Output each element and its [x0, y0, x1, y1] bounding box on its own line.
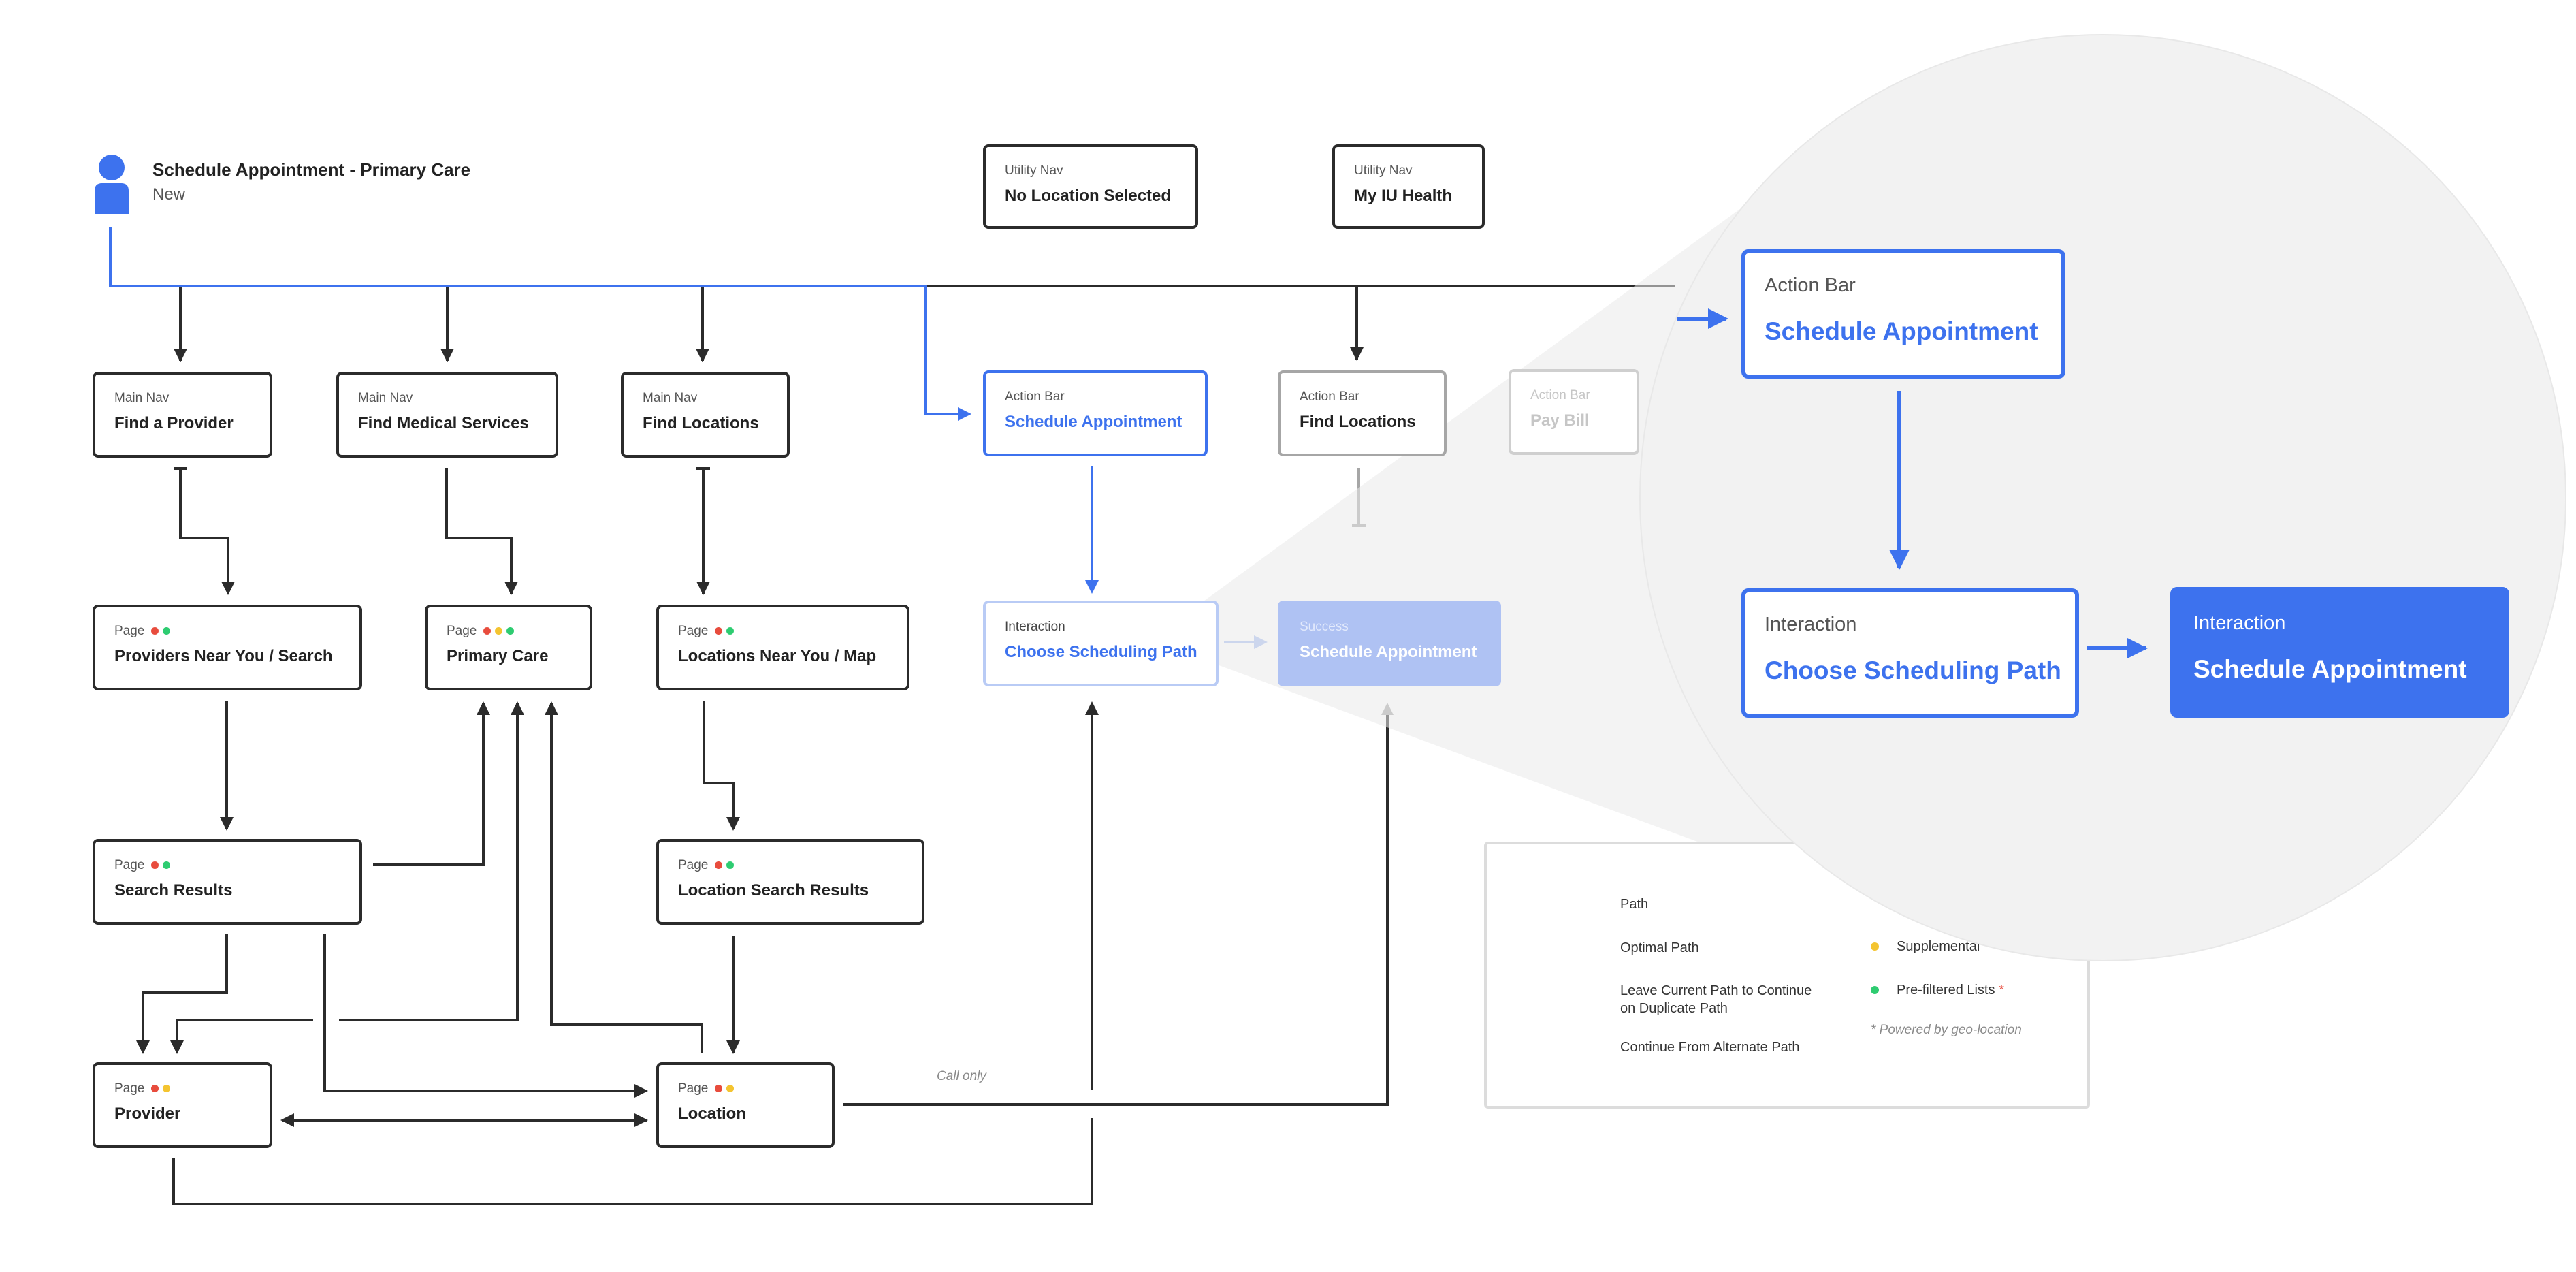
mag-node-choose-path[interactable]: Interaction Choose Scheduling Path — [1741, 588, 2079, 718]
node-kind: Page — [114, 624, 359, 639]
mag-node-action-schedule[interactable]: Action Bar Schedule Appointment — [1741, 249, 2065, 379]
node-choose-scheduling-path[interactable]: Interaction Choose Scheduling Path — [983, 601, 1219, 686]
node-action-pay-bill[interactable]: Action Bar Pay Bill — [1509, 369, 1639, 455]
legend-prefiltered-label: Pre-filtered Lists — [1897, 983, 1995, 998]
status-dots — [151, 1081, 174, 1096]
node-title: Find Medical Services — [358, 414, 529, 432]
edge-location-to-primary-care — [545, 701, 703, 1053]
node-kind: Action Bar — [1530, 388, 1590, 402]
node-title: Choose Scheduling Path — [1765, 656, 2061, 684]
edge-search-results-to-provider — [136, 934, 228, 1054]
node-title: Locations Near You / Map — [678, 647, 877, 666]
edge-search-results-to-primary-care — [373, 701, 490, 866]
node-action-schedule-appointment[interactable]: Action Bar Schedule Appointment — [983, 370, 1208, 456]
node-location[interactable]: Page Location — [656, 1062, 835, 1148]
node-find-a-provider[interactable]: Main Nav Find a Provider — [93, 372, 272, 458]
status-dots — [483, 624, 518, 639]
node-kind: Main Nav — [358, 391, 413, 405]
legend-optimal-label: Optimal Path — [1620, 940, 1699, 955]
node-action-find-locations[interactable]: Action Bar Find Locations — [1278, 370, 1447, 456]
node-kind: Page — [114, 858, 359, 873]
legend-prefiltered-row: Pre-filtered Lists * — [1897, 981, 2004, 999]
node-title: Schedule Appointment — [1005, 413, 1182, 431]
legend-asterisk: * — [1999, 983, 2004, 998]
node-kind: Success — [1300, 620, 1349, 634]
node-title: Schedule Appointment — [1300, 643, 1477, 661]
status-dots — [715, 624, 738, 639]
node-title: Providers Near You / Search — [114, 647, 333, 666]
node-title: Primary Care — [447, 647, 549, 666]
magnifier-cone — [1150, 177, 1797, 878]
edge-location-to-success — [843, 708, 1389, 1106]
node-providers-near-you[interactable]: Page Providers Near You / Search — [93, 605, 362, 690]
node-location-search-results[interactable]: Page Location Search Results — [656, 839, 924, 925]
node-utility-my-iu-health[interactable]: Utility Nav My IU Health — [1332, 144, 1485, 229]
node-title: Search Results — [114, 881, 233, 900]
node-title: Provider — [114, 1104, 181, 1124]
node-kind: Interaction — [1765, 614, 1857, 635]
node-title: Find Locations — [1300, 413, 1416, 431]
legend-path-label: Path — [1620, 897, 1649, 912]
legend-green-dot — [1871, 986, 1879, 994]
node-find-locations[interactable]: Main Nav Find Locations — [621, 372, 790, 458]
node-search-results[interactable]: Page Search Results — [93, 839, 362, 925]
node-kind: Interaction — [1005, 620, 1065, 634]
node-kind: Main Nav — [643, 391, 698, 405]
node-kind: Action Bar — [1005, 389, 1065, 404]
node-kind: Utility Nav — [1354, 163, 1413, 178]
user-icon — [95, 155, 129, 214]
node-kind: Page — [447, 624, 590, 639]
node-title: Schedule Appointment — [1765, 317, 2038, 345]
node-find-medical-services[interactable]: Main Nav Find Medical Services — [336, 372, 558, 458]
node-kind: Action Bar — [1765, 274, 1856, 296]
node-kind: Utility Nav — [1005, 163, 1063, 178]
node-kind: Page — [678, 624, 907, 639]
node-provider[interactable]: Page Provider — [93, 1062, 272, 1148]
edge-search-results-to-location — [323, 934, 648, 1098]
optimal-path-persona-to-action — [109, 227, 971, 421]
edge-find-provider-to-providers-page — [179, 468, 235, 595]
legend-leave-label: Leave Current Path to Continue on Duplic… — [1620, 983, 1812, 1016]
status-dots — [715, 1081, 738, 1096]
node-kind: Main Nav — [114, 391, 170, 405]
status-dots — [715, 858, 738, 873]
magnifier-connectors — [1677, 308, 2148, 658]
node-locations-near-you-map[interactable]: Page Locations Near You / Map — [656, 605, 909, 690]
node-title: Pay Bill — [1530, 411, 1590, 430]
node-kind: Page — [114, 1081, 270, 1096]
status-dots — [151, 624, 174, 639]
status-dots — [151, 858, 174, 873]
node-kind: Interaction — [2193, 612, 2286, 634]
call-only-label: Call only — [937, 1069, 986, 1083]
edge-medical-services-to-primary-care — [445, 468, 518, 595]
node-utility-no-location[interactable]: Utility Nav No Location Selected — [983, 144, 1198, 229]
node-title: Find a Provider — [114, 414, 234, 432]
node-kind: Page — [678, 1081, 832, 1096]
node-title: No Location Selected — [1005, 187, 1172, 205]
magnifier-circle: Action Bar Schedule Appointment Interact… — [1639, 34, 2566, 961]
mag-node-schedule-appointment[interactable]: Interaction Schedule Appointment — [2170, 587, 2509, 718]
persona-subtitle: New — [152, 185, 186, 204]
node-title: Choose Scheduling Path — [1005, 643, 1197, 661]
persona-title: Schedule Appointment - Primary Care — [152, 159, 471, 180]
node-title: Find Locations — [643, 414, 759, 432]
node-title: Schedule Appointment — [2193, 655, 2467, 683]
node-kind: Action Bar — [1300, 389, 1359, 404]
node-title: Location — [678, 1104, 746, 1124]
legend-yellow-dot — [1871, 942, 1879, 951]
node-kind: Page — [678, 858, 922, 873]
legend-note: * Powered by geo-location — [1871, 1023, 2022, 1037]
node-title: My IU Health — [1354, 187, 1453, 205]
node-primary-care[interactable]: Page Primary Care — [425, 605, 592, 690]
legend-continue-label: Continue From Alternate Path — [1620, 1040, 1800, 1055]
node-title: Location Search Results — [678, 881, 869, 900]
edge-locations-map-to-location-results — [703, 701, 740, 831]
edge-provider-bottom-loop — [172, 1118, 1093, 1205]
edge-back-to-primary-care-b — [339, 701, 524, 1021]
node-success-schedule-appointment[interactable]: Success Schedule Appointment — [1278, 601, 1501, 686]
edge-back-to-primary-care-a — [170, 1019, 313, 1054]
legend-supplemental-label: Supplemental — [1897, 939, 1980, 954]
